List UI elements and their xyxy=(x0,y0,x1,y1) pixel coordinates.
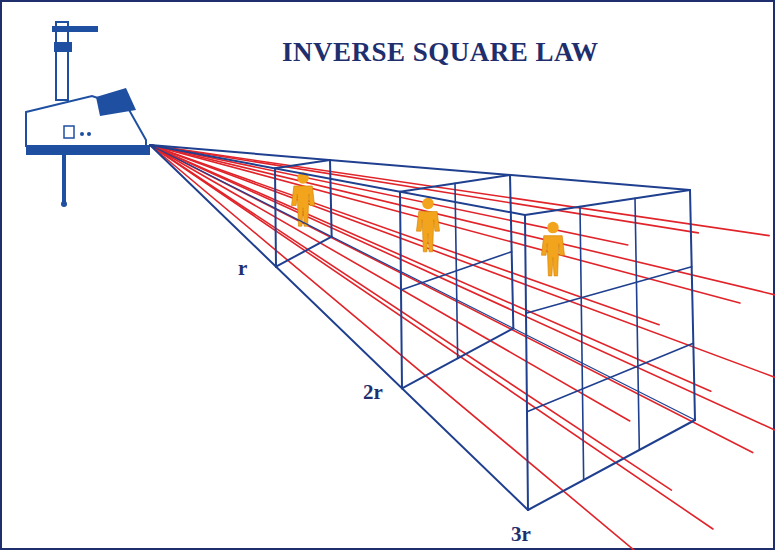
stroke xyxy=(635,198,639,450)
stroke xyxy=(525,190,690,215)
stroke xyxy=(150,145,713,529)
stroke xyxy=(580,207,584,480)
xray-machine xyxy=(26,22,150,207)
stroke xyxy=(401,252,512,290)
distance-label: 2r xyxy=(361,380,385,405)
pyramid-grid xyxy=(150,145,695,510)
stroke xyxy=(276,237,332,267)
stroke xyxy=(330,160,332,237)
person-figure xyxy=(541,222,564,276)
stroke xyxy=(150,145,711,391)
stroke xyxy=(150,145,753,453)
stroke xyxy=(150,145,695,420)
stroke xyxy=(527,343,693,411)
distance-label: 3r xyxy=(509,522,533,547)
person-figure xyxy=(416,198,439,252)
diagram-title: INVERSE SQUARE LAW xyxy=(282,37,599,68)
stroke xyxy=(150,145,528,510)
stroke xyxy=(275,168,276,266)
distance-label: r xyxy=(236,256,249,281)
stroke xyxy=(525,215,528,510)
stroke xyxy=(150,145,671,490)
stroke xyxy=(690,190,695,420)
x-rays xyxy=(150,145,775,550)
stroke xyxy=(150,145,525,215)
stroke xyxy=(150,145,630,421)
stroke xyxy=(150,145,775,443)
stroke xyxy=(150,145,690,190)
stroke xyxy=(528,420,695,510)
stroke xyxy=(526,267,692,314)
stroke xyxy=(150,145,775,380)
person-figures xyxy=(292,172,565,276)
stroke xyxy=(275,160,330,168)
